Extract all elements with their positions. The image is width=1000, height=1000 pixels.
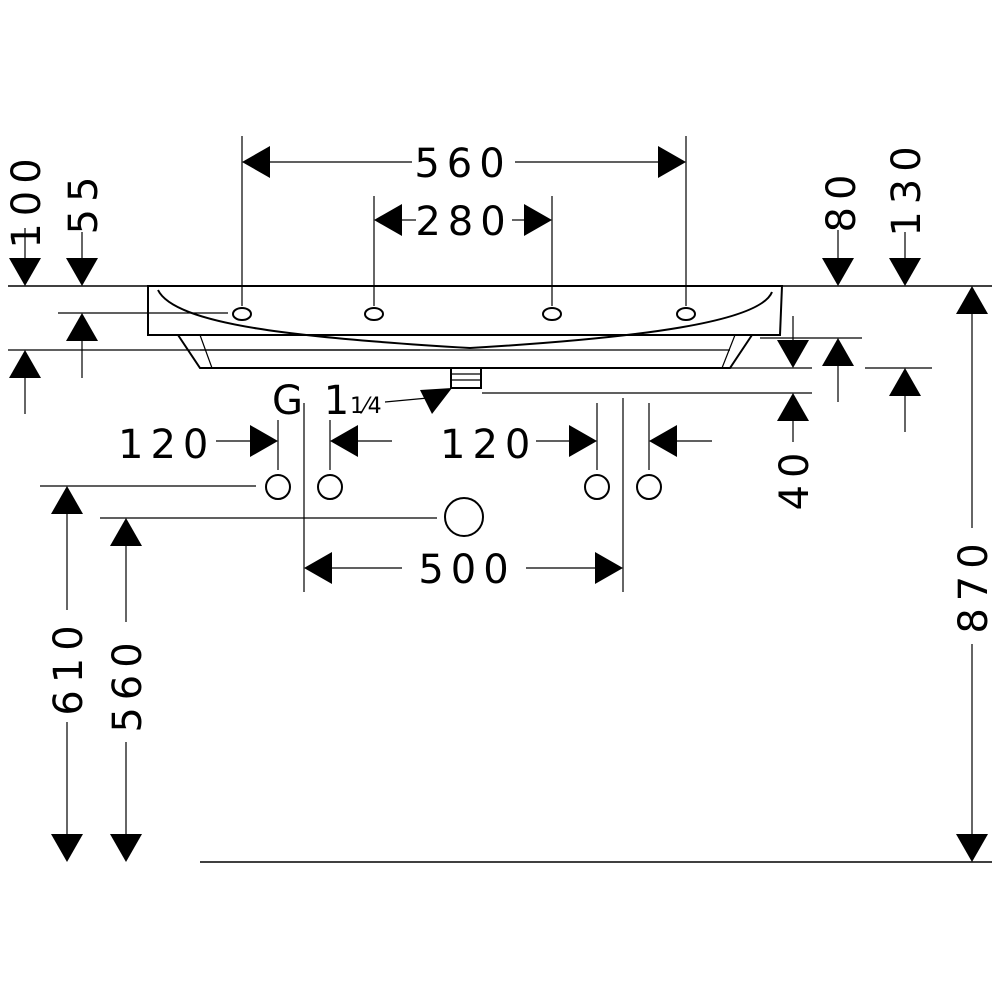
arrow-thread-leader: [420, 388, 452, 414]
dim-560-top: 560: [414, 141, 511, 187]
supply-hole-4: [636, 474, 662, 500]
waste-outlet: [450, 367, 482, 389]
supply-hole-1: [265, 474, 291, 500]
arrow-40-up: [777, 393, 809, 421]
arrow-560-left: [242, 146, 270, 178]
arrow-280-left: [374, 204, 402, 236]
arrow-280-right: [524, 204, 552, 236]
dim-610: 610: [46, 618, 92, 715]
tap-hole-2: [364, 307, 384, 321]
arrow-870-up: [956, 286, 988, 314]
arrow-55-down: [66, 258, 98, 286]
arrow-560-right: [658, 146, 686, 178]
arrow-100-up: [9, 350, 41, 378]
basin-outline: [147, 285, 784, 369]
tap-hole-4: [676, 307, 696, 321]
arrow-100-down: [9, 258, 41, 286]
dim-80: 80: [819, 168, 865, 233]
arrow-40-down: [777, 340, 809, 368]
arrow-870-down: [956, 834, 988, 862]
dim-100: 100: [4, 151, 50, 248]
arrow-560v-up: [110, 518, 142, 546]
arrow-120-left-b: [330, 425, 358, 457]
thread-size-label: G 1: [272, 378, 353, 424]
arrow-500-left: [304, 552, 332, 584]
dim-560-left: 560: [105, 635, 151, 732]
supply-hole-2: [317, 474, 343, 500]
arrow-120-right-a: [569, 425, 597, 457]
arrow-560v-down: [110, 834, 142, 862]
arrow-610-down: [51, 834, 83, 862]
supply-hole-3: [584, 474, 610, 500]
dim-40: 40: [772, 446, 818, 511]
dim-870: 870: [951, 536, 997, 633]
dim-120-left: 120: [118, 422, 215, 468]
dim-500: 500: [418, 547, 515, 593]
dim-280: 280: [415, 199, 512, 245]
tap-hole-1: [232, 307, 252, 321]
tap-hole-3: [542, 307, 562, 321]
dim-120-right: 120: [440, 422, 537, 468]
arrow-55-up: [66, 313, 98, 341]
arrow-610-up: [51, 486, 83, 514]
arrow-120-left-a: [250, 425, 278, 457]
thread-size-fraction: 1⁄4: [350, 394, 382, 419]
arrow-130-up: [889, 368, 921, 396]
arrow-80-down: [822, 258, 854, 286]
dim-55: 55: [61, 170, 107, 235]
arrow-120-right-b: [649, 425, 677, 457]
arrow-130-down: [889, 258, 921, 286]
waste-pipe-hole: [444, 497, 484, 537]
dim-130: 130: [884, 139, 930, 236]
arrow-80-up: [822, 338, 854, 366]
arrow-500-right: [595, 552, 623, 584]
